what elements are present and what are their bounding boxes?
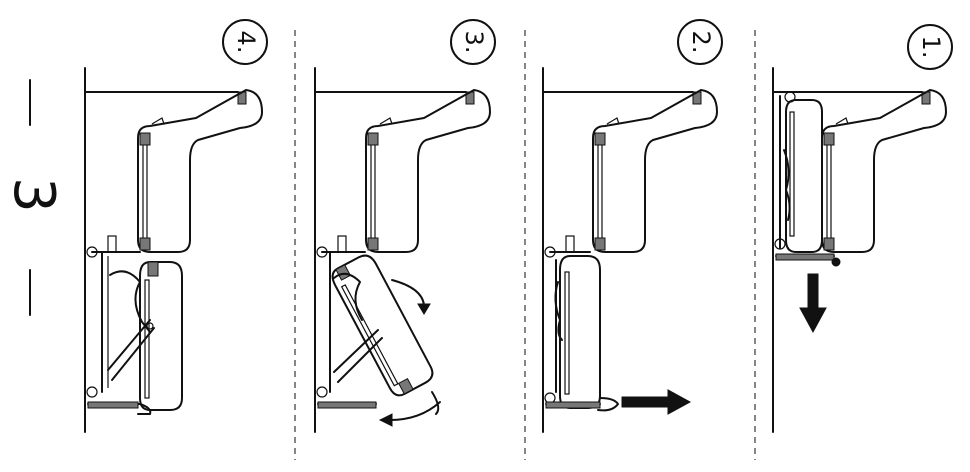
arrow-down-icon — [799, 273, 827, 334]
step-2-panel: 2. — [542, 19, 723, 433]
step-4-label: 4. — [232, 31, 260, 54]
step-3-circle — [450, 19, 496, 65]
step-2-label: 2. — [687, 31, 715, 54]
figure-number-text: 3 — [1, 177, 66, 213]
arrow-right-icon — [621, 389, 692, 415]
step-3-label: 3. — [460, 31, 488, 54]
step-2-circle — [677, 19, 723, 65]
step-4-circle — [222, 19, 268, 65]
step-3-panel: 3. — [314, 19, 496, 433]
step-4-panel: 4. — [84, 19, 268, 433]
figure-number-label: 3 — [1, 79, 66, 316]
step-1-label: 1. — [917, 36, 945, 59]
step-1-panel: 1. — [772, 24, 953, 433]
rotate-arrow-icon — [378, 279, 441, 427]
step-1-circle — [907, 24, 953, 70]
